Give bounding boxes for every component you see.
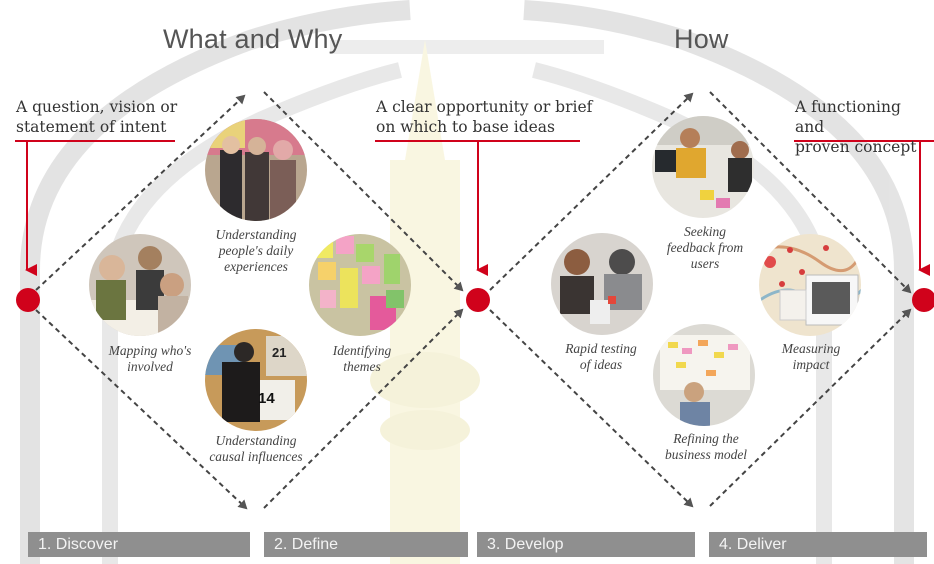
start-intent-note: A question, vision or statement of inten… [16, 97, 177, 137]
caption-line: Rapid testing [565, 341, 637, 356]
start-milestone-dot [16, 288, 40, 312]
deliver-up-path [709, 308, 912, 507]
end-milestone-dot [912, 288, 934, 312]
caption-causal: Understanding causal influences [196, 433, 316, 465]
photo-rapid [551, 233, 653, 335]
photo-refining [653, 324, 755, 426]
photo-number-bottom: 14 [258, 390, 275, 407]
caption-line: business model [664, 447, 748, 462]
photo-mapping [89, 234, 191, 336]
define-up-path [263, 308, 464, 509]
caption-line: impact [792, 357, 830, 372]
photo-causal [205, 329, 307, 431]
caption-line: experiences [224, 259, 288, 274]
end-concept-note: A functioning and proven concept [795, 97, 934, 157]
middle-connector [375, 140, 580, 270]
caption-line: Understanding [215, 227, 297, 242]
caption-measuring: Measuring impact [756, 341, 866, 373]
photo-number-top: 21 [272, 345, 286, 360]
caption-themes: Identifying themes [302, 343, 422, 375]
heading-how: How [674, 24, 729, 54]
caption-rapid: Rapid testing of ideas [546, 341, 656, 373]
middle-milestone-dot [466, 288, 490, 312]
caption-line: Refining the [673, 431, 739, 446]
caption-line: Measuring [781, 341, 841, 356]
photo-themes [309, 234, 411, 336]
discover-down-path [35, 309, 248, 510]
discover-up-path [35, 94, 246, 291]
caption-line: Understanding [215, 433, 297, 448]
stage-deliver: 4. Deliver [709, 532, 927, 557]
start-intent-line-2: statement of intent [16, 118, 167, 136]
middle-brief-line-1: A clear opportunity or brief [376, 98, 593, 116]
start-connector [15, 140, 175, 270]
stage-develop: 3. Develop [477, 532, 695, 557]
caption-refining: Refining the business model [646, 431, 766, 463]
middle-brief-line-2: on which to base ideas [376, 118, 555, 136]
caption-daily-experiences: Understanding people's daily experiences [196, 227, 316, 275]
start-intent-line-1: A question, vision or [16, 98, 178, 116]
intent-connectors [15, 140, 934, 270]
caption-line: Seeking [684, 224, 726, 239]
end-concept-line-1: A functioning and [795, 98, 901, 136]
caption-line: themes [343, 359, 381, 374]
middle-brief-note: A clear opportunity or brief on which to… [376, 97, 592, 137]
caption-line: involved [127, 359, 173, 374]
define-down-path [263, 91, 464, 292]
caption-line: users [690, 256, 720, 271]
diamond-paths [35, 91, 912, 510]
caption-mapping: Mapping who's involved [90, 343, 210, 375]
caption-line: of ideas [579, 357, 623, 372]
photo-feedback [652, 116, 754, 218]
end-connector [794, 140, 934, 270]
heading-what-and-why: What and Why [163, 24, 343, 54]
caption-line: feedback from [666, 240, 744, 255]
develop-up-path [489, 92, 694, 291]
caption-feedback: Seeking feedback from users [650, 224, 760, 272]
develop-down-path [489, 309, 694, 508]
caption-line: causal influences [209, 449, 303, 464]
stage-define: 2. Define [264, 532, 468, 557]
photo-daily-experiences [205, 119, 307, 221]
stage-discover: 1. Discover [28, 532, 250, 557]
caption-line: Identifying [332, 343, 392, 358]
deliver-down-path [709, 91, 912, 294]
end-concept-line-2: proven concept [795, 138, 917, 156]
caption-line: people's daily [218, 243, 294, 258]
photo-measuring [759, 234, 861, 336]
caption-line: Mapping who's [108, 343, 192, 358]
